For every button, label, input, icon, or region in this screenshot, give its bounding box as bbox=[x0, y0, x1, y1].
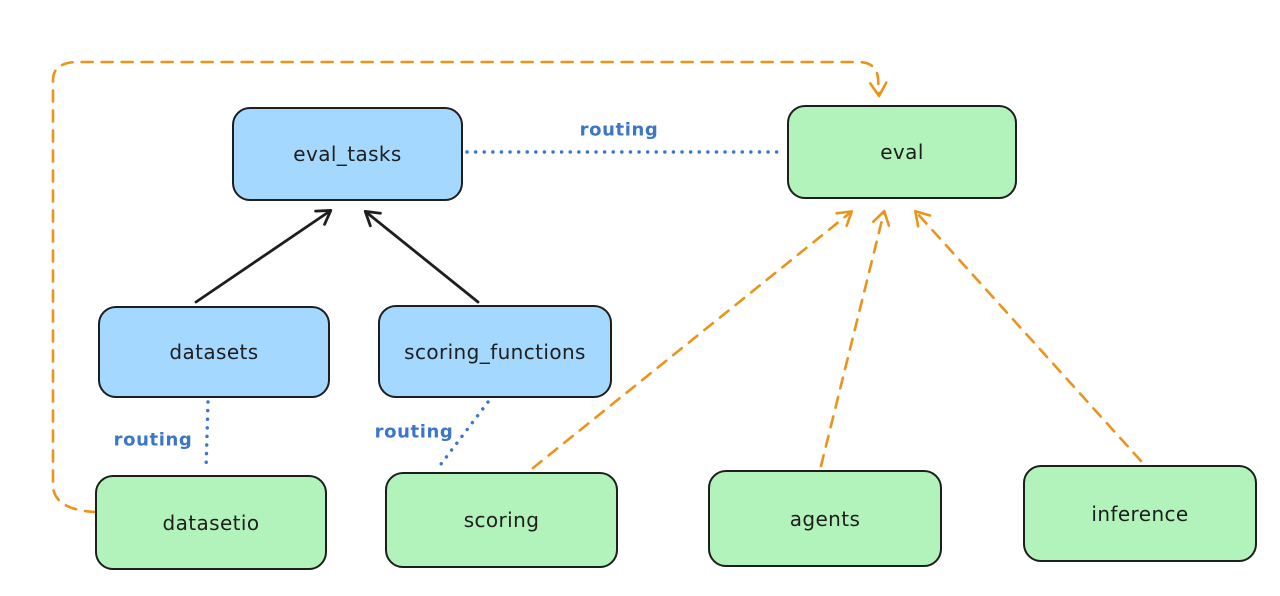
edge-scoring-functions-to-eval-tasks-arrow bbox=[363, 209, 480, 304]
node-datasetio-label: datasetio bbox=[162, 510, 260, 535]
routing-label-eval-tasks-eval: routing bbox=[579, 119, 659, 141]
edge-datasetio-to-eval-dashed-arrow bbox=[51, 60, 888, 514]
node-scoring-functions: scoring_functions bbox=[378, 305, 612, 398]
edge-agents-to-eval-dashed-arrow bbox=[819, 209, 891, 468]
node-scoring: scoring bbox=[385, 472, 618, 568]
edge-scoring-to-eval-dashed-arrow bbox=[531, 210, 854, 470]
node-inference: inference bbox=[1023, 465, 1257, 562]
edge-scoring-functions-to-scoring-routing-dotted bbox=[436, 400, 490, 470]
node-eval-label: eval bbox=[880, 140, 924, 164]
node-datasetio: datasetio bbox=[95, 475, 327, 570]
node-agents: agents bbox=[708, 470, 942, 567]
edge-inference-to-eval-dashed-arrow bbox=[914, 209, 1143, 463]
node-inference-label: inference bbox=[1091, 501, 1189, 526]
node-datasets-label: datasets bbox=[169, 340, 259, 364]
edge-datasets-to-eval-tasks-arrow bbox=[194, 209, 333, 304]
edge-datasets-to-datasetio-routing-dotted bbox=[204, 400, 210, 472]
node-eval-tasks-label: eval_tasks bbox=[293, 142, 402, 166]
node-scoring-functions-label: scoring_functions bbox=[404, 339, 586, 364]
node-agents-label: agents bbox=[789, 506, 861, 531]
node-datasets: datasets bbox=[98, 306, 330, 398]
node-eval: eval bbox=[787, 105, 1017, 199]
routing-label-datasets-datasetio: routing bbox=[113, 429, 193, 451]
node-scoring-label: scoring bbox=[463, 508, 540, 532]
routing-label-scoring-functions-scoring: routing bbox=[374, 421, 454, 443]
node-eval-tasks: eval_tasks bbox=[232, 107, 463, 201]
